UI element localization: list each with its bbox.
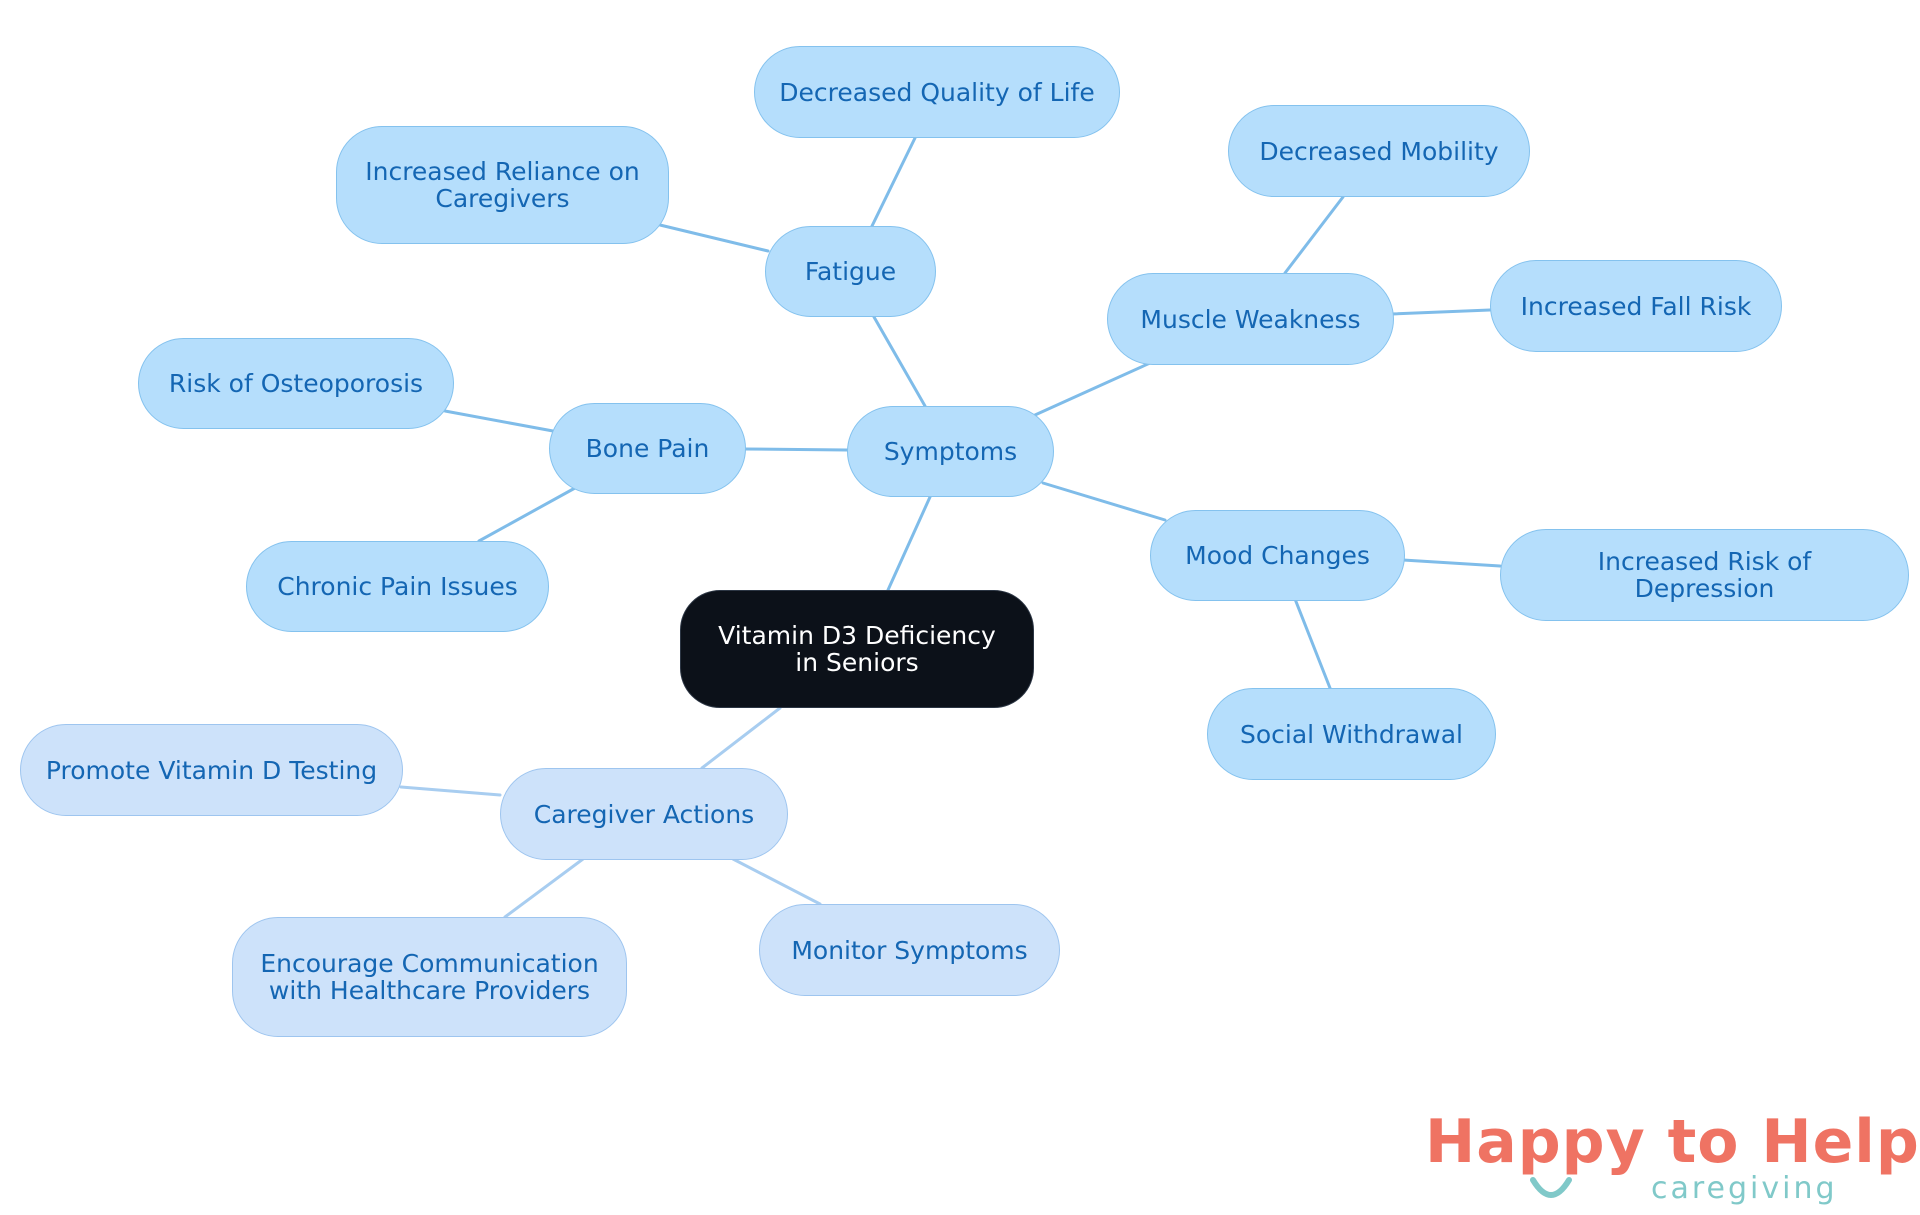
- monitor-symptoms-label: Monitor Symptoms: [791, 935, 1028, 965]
- reliance-node: Increased Reliance on Caregivers: [336, 126, 669, 244]
- edge-bonepain-chronic: [477, 486, 577, 543]
- edge-bonepain-osteoporosis: [443, 409, 555, 433]
- caregiver-actions-node: Caregiver Actions: [500, 768, 788, 860]
- edge-fatigue-quality: [870, 136, 917, 228]
- edge-caregiver-monitor: [731, 857, 822, 906]
- osteoporosis-node: Risk of Osteoporosis: [138, 338, 454, 429]
- edge-fatigue-reliance: [658, 223, 770, 253]
- edge-symptoms-bonepain: [742, 447, 849, 452]
- edge-symptoms-fatigue: [872, 315, 927, 408]
- social-withdrawal-label: Social Withdrawal: [1239, 719, 1463, 749]
- muscle-weakness-node: Muscle Weakness: [1107, 273, 1394, 365]
- monitor-symptoms-node: Monitor Symptoms: [759, 904, 1060, 996]
- vitamin-d-testing-node: Promote Vitamin D Testing: [20, 724, 403, 816]
- fatigue-label: Fatigue: [804, 257, 897, 286]
- chronic-pain-label: Chronic Pain Issues: [277, 572, 518, 601]
- mood-changes-node: Mood Changes: [1150, 510, 1405, 601]
- decreased-quality-label: Decreased Quality of Life: [779, 77, 1095, 107]
- decreased-mobility-node: Decreased Mobility: [1228, 105, 1530, 197]
- bone-pain-node: Bone Pain: [549, 403, 746, 494]
- muscle-weakness-label: Muscle Weakness: [1140, 304, 1361, 334]
- edge-root-symptoms: [886, 495, 932, 592]
- happy-to-help-logo: Happy to Help caregiving: [1425, 1110, 1919, 1210]
- reliance-label: Increased Reliance on Caregivers: [365, 157, 640, 213]
- caregiver-actions-label: Caregiver Actions: [533, 799, 755, 829]
- chronic-pain-node: Chronic Pain Issues: [246, 541, 549, 632]
- fall-risk-node: Increased Fall Risk: [1490, 260, 1782, 352]
- edge-symptoms-muscle: [1033, 361, 1152, 417]
- edge-mood-depression: [1401, 558, 1502, 568]
- symptoms-label: Symptoms: [883, 437, 1018, 466]
- decreased-quality-node: Decreased Quality of Life: [754, 46, 1120, 138]
- encourage-communication-node: Encourage Communication with Healthcare …: [232, 917, 627, 1037]
- logo-wordmark: Happy to Help: [1425, 1107, 1920, 1177]
- depression-label: Increased Risk of Depression: [1597, 547, 1812, 603]
- social-withdrawal-node: Social Withdrawal: [1207, 688, 1496, 780]
- bone-pain-label: Bone Pain: [585, 434, 710, 463]
- root-node: Vitamin D3 Deficiency in Seniors: [680, 590, 1034, 708]
- symptoms-node: Symptoms: [847, 406, 1054, 497]
- edge-mood-withdrawal: [1293, 597, 1332, 690]
- edge-symptoms-mood: [1041, 481, 1167, 522]
- vitamin-d-testing-label: Promote Vitamin D Testing: [45, 755, 378, 785]
- edge-muscle-mobility: [1283, 195, 1345, 275]
- fatigue-node: Fatigue: [765, 226, 936, 317]
- root-label: Vitamin D3 Deficiency in Seniors: [718, 621, 996, 677]
- edge-caregiver-communication: [503, 857, 585, 919]
- decreased-mobility-label: Decreased Mobility: [1259, 136, 1499, 166]
- mood-changes-label: Mood Changes: [1185, 541, 1370, 570]
- fall-risk-label: Increased Fall Risk: [1520, 291, 1752, 321]
- edge-root-caregiver: [700, 706, 782, 770]
- logo-tagline: caregiving: [1651, 1171, 1838, 1206]
- smile-icon: [1530, 1177, 1572, 1198]
- depression-node: Increased Risk of Depression: [1500, 529, 1909, 621]
- encourage-communication-label: Encourage Communication with Healthcare …: [260, 949, 599, 1005]
- edge-muscle-fallrisk: [1390, 308, 1492, 316]
- osteoporosis-label: Risk of Osteoporosis: [168, 369, 424, 398]
- edge-caregiver-testing: [399, 785, 502, 797]
